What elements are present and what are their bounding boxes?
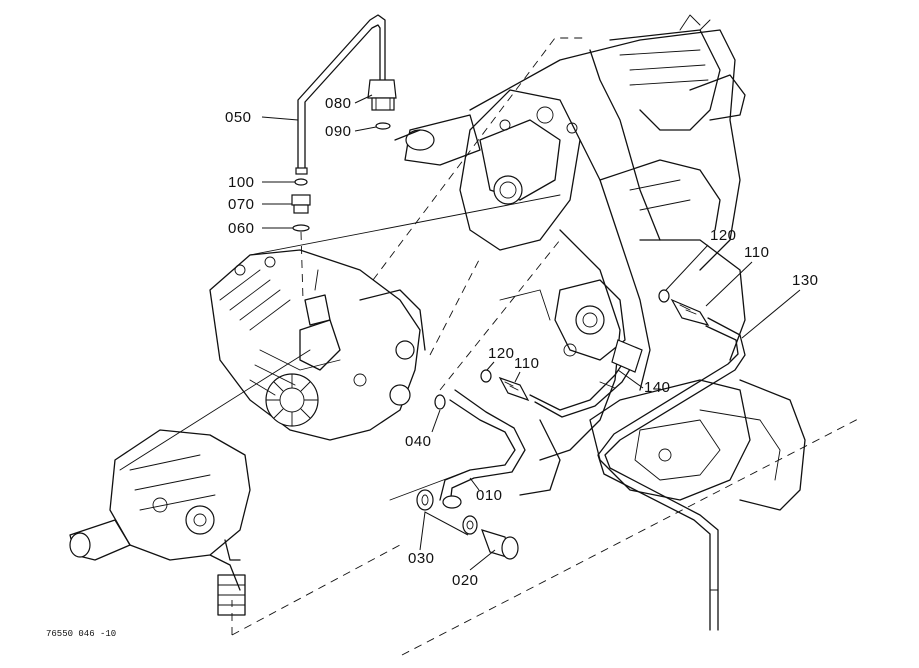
banjo-bolt-020 — [481, 529, 519, 560]
figure-code: 76550 046 -10 — [46, 629, 116, 639]
o-ring-120-lower — [480, 369, 492, 383]
callout-130: 130 — [792, 272, 819, 289]
o-ring-120-upper — [658, 289, 670, 303]
callout-100: 100 — [228, 174, 255, 191]
tube-050 — [295, 14, 386, 175]
callout-090: 090 — [325, 123, 352, 140]
callout-110-lower: 110 — [514, 355, 539, 372]
o-ring-100 — [294, 178, 308, 186]
adapter-110-upper — [670, 298, 710, 326]
pipe-130 — [597, 317, 746, 631]
pipe-140 — [529, 339, 643, 418]
transmission-housing — [394, 14, 806, 511]
callout-120-lower: 120 — [488, 345, 515, 362]
callout-060: 060 — [228, 220, 255, 237]
o-ring-060 — [292, 224, 310, 232]
pipe-010 — [439, 389, 526, 509]
o-ring-040 — [434, 394, 446, 410]
callout-050: 050 — [225, 109, 252, 126]
o-ring-090 — [375, 122, 391, 130]
callout-110-upper: 110 — [744, 244, 769, 261]
adapter-110-lower — [498, 376, 530, 402]
callout-010: 010 — [476, 487, 503, 504]
washer-030-b — [462, 515, 478, 535]
washer-030-a — [416, 489, 434, 511]
fitting-080 — [367, 79, 397, 111]
leader-lines — [261, 94, 801, 571]
callout-120-upper: 120 — [710, 227, 737, 244]
callout-070: 070 — [228, 196, 255, 213]
hydraulic-pump — [209, 249, 426, 441]
callout-020: 020 — [452, 572, 479, 589]
callout-040: 040 — [405, 433, 432, 450]
control-valve — [69, 429, 251, 616]
callout-labels: 050 080 090 100 070 060 120 110 130 120 … — [225, 95, 819, 589]
nipple-070 — [291, 194, 311, 214]
callout-140: 140 — [644, 379, 671, 396]
dashed-frame — [119, 37, 861, 656]
callout-030: 030 — [408, 550, 435, 567]
callout-080: 080 — [325, 95, 352, 112]
